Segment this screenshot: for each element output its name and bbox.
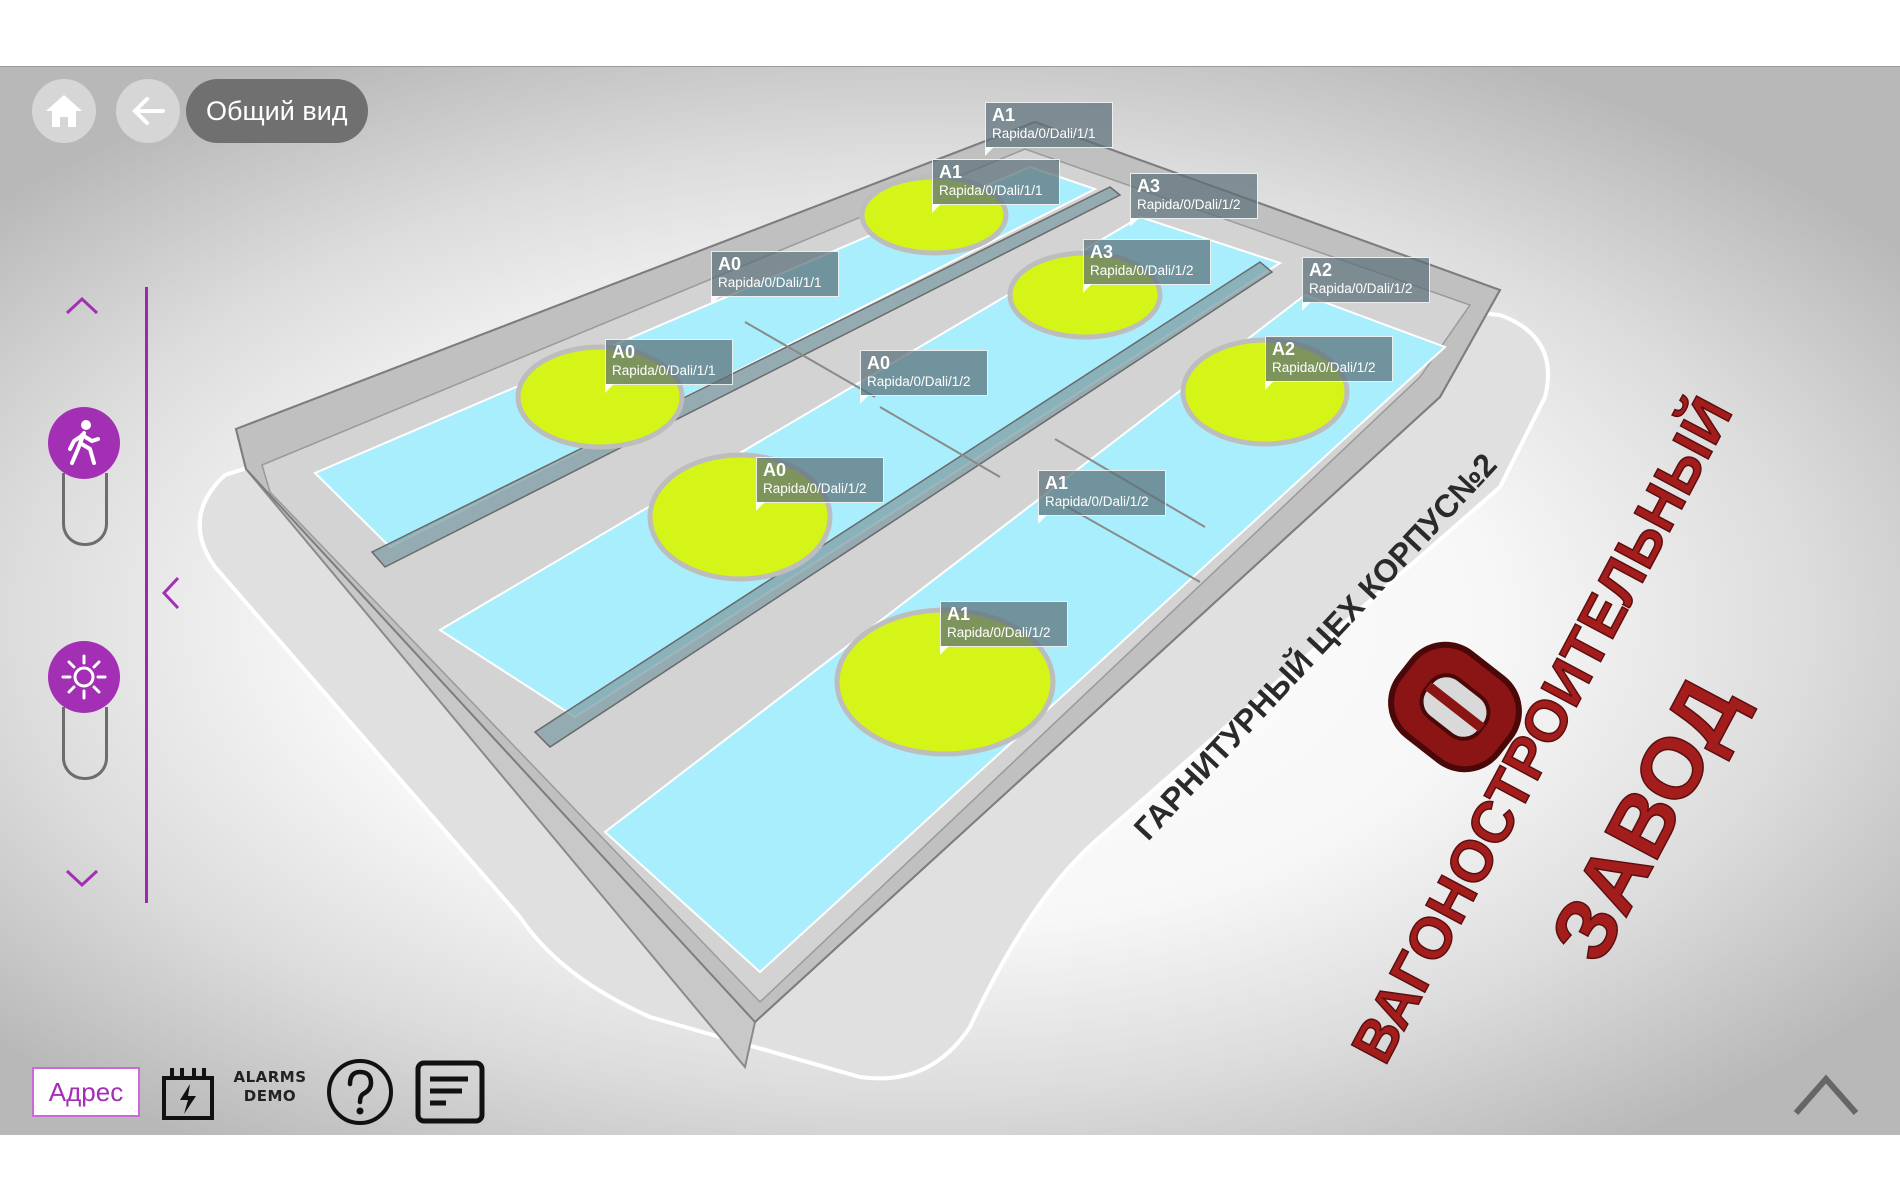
device-label-name: A1 [939, 162, 963, 182]
device-label-name: A2 [1309, 260, 1333, 280]
partition-wall-1 [370, 186, 1122, 568]
device-label-address: Rapida/0/Dali/1/2 [763, 481, 867, 496]
alarms-demo-button[interactable]: ALARMS DEMO [232, 1068, 308, 1106]
home-button[interactable] [32, 79, 96, 143]
device-label-address: Rapida/0/Dali/1/1 [718, 275, 822, 290]
device-label-address: Rapida/0/Dali/1/1 [992, 126, 1096, 141]
alarms-line2: DEMO [243, 1087, 297, 1105]
device-label[interactable]: A2 Rapida/0/Dali/1/2 [1302, 257, 1430, 311]
device-label[interactable]: A3 Rapida/0/Dali/1/2 [1083, 239, 1211, 293]
address-label: Адрес [48, 1076, 124, 1107]
device-label[interactable]: A0 Rapida/0/Dali/1/2 [860, 350, 988, 404]
chevron-up-icon[interactable] [1790, 1071, 1862, 1117]
device-label-name: A3 [1137, 176, 1161, 196]
device-label-name: A1 [947, 604, 971, 624]
device-label-name: A0 [763, 460, 787, 480]
device-label-name: A1 [1045, 473, 1069, 493]
view-title-button[interactable]: Общий вид [186, 79, 368, 143]
device-label-name: A1 [992, 105, 1016, 125]
device-label-address: Rapida/0/Dali/1/2 [867, 374, 971, 389]
walking-person-icon [68, 420, 100, 465]
device-label[interactable]: A0 Rapida/0/Dali/1/1 [605, 339, 733, 393]
view-title: Общий вид [206, 95, 348, 126]
arrow-left-icon [132, 97, 165, 125]
device-label-address: Rapida/0/Dali/1/2 [1272, 360, 1376, 375]
help-button[interactable] [324, 1056, 396, 1128]
device-label[interactable]: A0 Rapida/0/Dali/1/2 [756, 457, 884, 511]
device-label-name: A0 [718, 254, 742, 274]
device-label-address: Rapida/0/Dali/1/2 [1090, 263, 1194, 278]
home-icon [46, 95, 82, 127]
presence-mode-button[interactable] [48, 407, 120, 479]
chevron-up-icon[interactable] [64, 295, 100, 317]
sun-icon [61, 654, 107, 700]
alarms-line1: ALARMS [233, 1068, 307, 1086]
light-toggle[interactable] [62, 707, 108, 780]
device-label-name: A0 [612, 342, 636, 362]
light-mode-button[interactable] [48, 641, 120, 713]
log-button[interactable] [412, 1056, 488, 1128]
device-label[interactable]: A1 Rapida/0/Dali/1/2 [1038, 470, 1166, 524]
device-label-address: Rapida/0/Dali/1/1 [612, 363, 716, 378]
sidebar-divider [145, 287, 148, 903]
energy-button[interactable] [152, 1060, 224, 1126]
device-label-address: Rapida/0/Dali/1/2 [1309, 281, 1413, 296]
partition-line-1 [744, 321, 876, 398]
presence-toggle[interactable] [62, 473, 108, 546]
device-label-address: Rapida/0/Dali/1/1 [939, 183, 1043, 198]
device-label-name: A0 [867, 353, 891, 373]
back-button[interactable] [116, 79, 180, 143]
device-label[interactable]: A1 Rapida/0/Dali/1/1 [932, 159, 1060, 213]
address-button[interactable]: Адрес [32, 1067, 140, 1117]
device-label[interactable]: A3 Rapida/0/Dali/1/2 [1130, 173, 1258, 227]
device-label-address: Rapida/0/Dali/1/2 [1137, 197, 1241, 212]
device-label-name: A2 [1272, 339, 1296, 359]
battery-lightning-icon [162, 1068, 214, 1120]
chevron-down-icon[interactable] [64, 867, 100, 889]
partition-line-2 [879, 406, 1001, 478]
factory-logo [1388, 641, 1522, 773]
device-label-address: Rapida/0/Dali/1/2 [1045, 494, 1149, 509]
device-label-name: A3 [1090, 242, 1114, 262]
device-label[interactable]: A2 Rapida/0/Dali/1/2 [1265, 336, 1393, 390]
device-label[interactable]: A1 Rapida/0/Dali/1/2 [940, 601, 1068, 655]
partition-wall-2 [533, 261, 1274, 748]
chevron-left-icon[interactable] [160, 575, 182, 611]
device-label[interactable]: A1 Rapida/0/Dali/1/1 [985, 102, 1113, 156]
document-lines-icon [415, 1060, 485, 1124]
device-label-address: Rapida/0/Dali/1/2 [947, 625, 1051, 640]
question-icon [327, 1059, 393, 1125]
floor-plan-view: ГАРНИТУРНЫЙ ЦЕХ КОРПУС№2 ВАГОНОСТРОИТЕЛЬ… [0, 66, 1900, 1135]
device-label[interactable]: A0 Rapida/0/Dali/1/1 [711, 251, 839, 305]
